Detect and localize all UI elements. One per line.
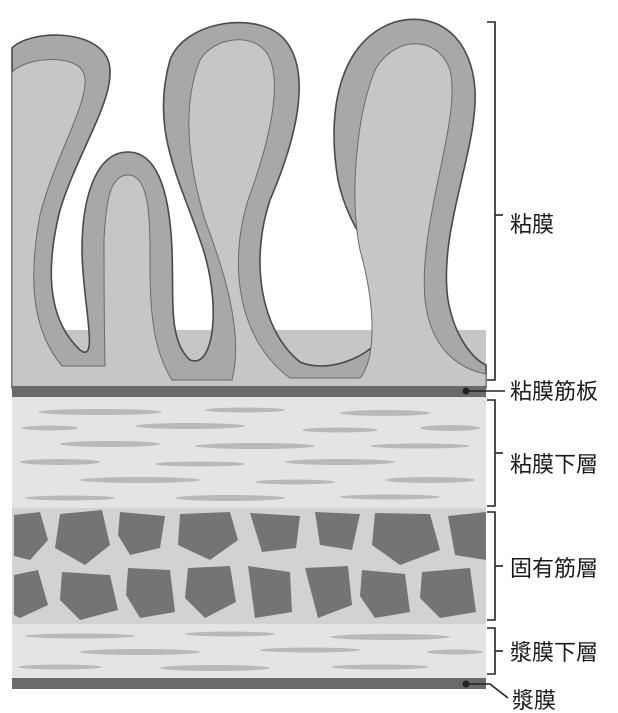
label-mucosa: 粘膜 — [510, 213, 554, 238]
bracket-muscularis-propria — [487, 512, 503, 620]
label-serosa: 漿膜 — [512, 689, 556, 713]
submucosa-layer — [12, 397, 486, 508]
bracket-submucosa — [487, 400, 503, 506]
mucosa-layer — [12, 19, 486, 388]
label-muscularis-propria: 固有筋層 — [510, 557, 598, 582]
bracket-subserosa — [487, 628, 503, 674]
bracket-mucosa — [487, 22, 503, 380]
muscularis-mucosae-band — [12, 386, 486, 397]
subserosa-layer — [12, 624, 486, 678]
serosa-band — [12, 678, 486, 689]
label-submucosa: 粘膜下層 — [510, 453, 598, 478]
label-muscularis-mucosae: 粘膜筋板 — [510, 380, 598, 405]
muscularis-propria-layer — [12, 508, 486, 624]
label-subserosa: 漿膜下層 — [510, 641, 598, 666]
